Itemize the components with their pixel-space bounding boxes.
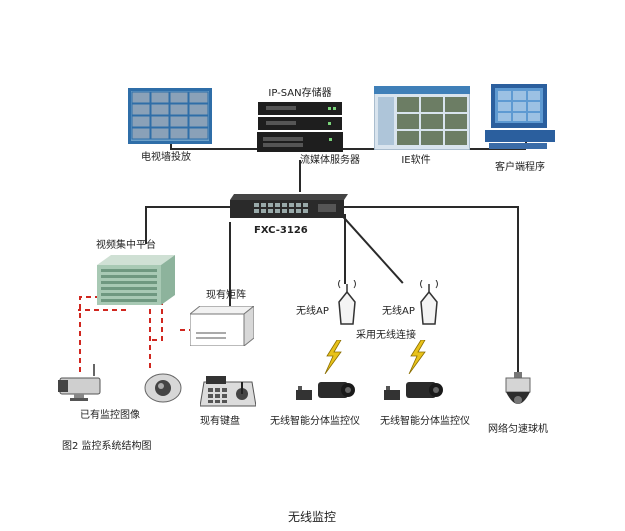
wire-switch-to-ap-left — [344, 214, 346, 284]
ap-right-label: 无线AP — [382, 306, 415, 317]
switch-model-label: FXC-3126 — [254, 225, 308, 236]
ie-software-label: IE软件 — [401, 155, 431, 166]
wireless-monitor-left-icon — [296, 382, 355, 400]
lightning-left-icon — [324, 340, 342, 374]
stream-server-icon — [257, 132, 343, 152]
tv-wall-label: 电视墙投放 — [141, 152, 191, 163]
keyboard-icon — [200, 376, 256, 407]
ptz-dome-camera-icon — [505, 372, 531, 404]
wire-switch-to-matrix — [229, 222, 231, 314]
wireless-ap-right-icon — [420, 280, 438, 325]
lightning-right-icon — [408, 340, 426, 374]
wire-top-horizontal — [170, 148, 526, 150]
dome-camera-label: 网络匀速球机 — [488, 424, 548, 435]
page-caption: 无线监控 — [287, 510, 337, 524]
wireless-monitor-left-label: 无线智能分体监控仪 — [270, 416, 360, 427]
wireless-link-label: 采用无线连接 — [356, 330, 416, 341]
matrix-box-icon — [190, 306, 254, 346]
matrix-label: 现有矩阵 — [206, 290, 246, 301]
network-switch-icon — [230, 194, 348, 218]
wire-left-drop — [145, 206, 147, 244]
existing-cameras-label: 已有监控图像 — [80, 410, 140, 421]
ip-san-label: IP-SAN存储器 — [268, 88, 332, 99]
ie-software-icon — [374, 86, 470, 150]
box-camera-icon — [58, 364, 101, 401]
wire-right-drop — [517, 206, 519, 374]
client-computer-icon — [485, 84, 555, 149]
figure-caption: 图2 监控系统结构图 — [62, 441, 152, 452]
stream-server-label: 流媒体服务器 — [300, 155, 360, 166]
wireless-monitor-right-icon — [384, 382, 443, 400]
video-platform-rack-icon — [97, 255, 175, 305]
wireless-monitor-right-label: 无线智能分体监控仪 — [380, 416, 470, 427]
ip-san-storage-icon — [258, 102, 342, 130]
ap-left-label: 无线AP — [296, 306, 329, 317]
wireless-ap-left-icon — [338, 280, 356, 325]
keyboard-label: 现有键盘 — [200, 416, 240, 427]
client-label: 客户端程序 — [495, 162, 545, 173]
tv-wall-icon — [128, 88, 212, 144]
wire-switch-up — [299, 160, 301, 192]
dome-camera-small-icon — [144, 373, 182, 403]
video-platform-label: 视频集中平台 — [96, 240, 156, 251]
